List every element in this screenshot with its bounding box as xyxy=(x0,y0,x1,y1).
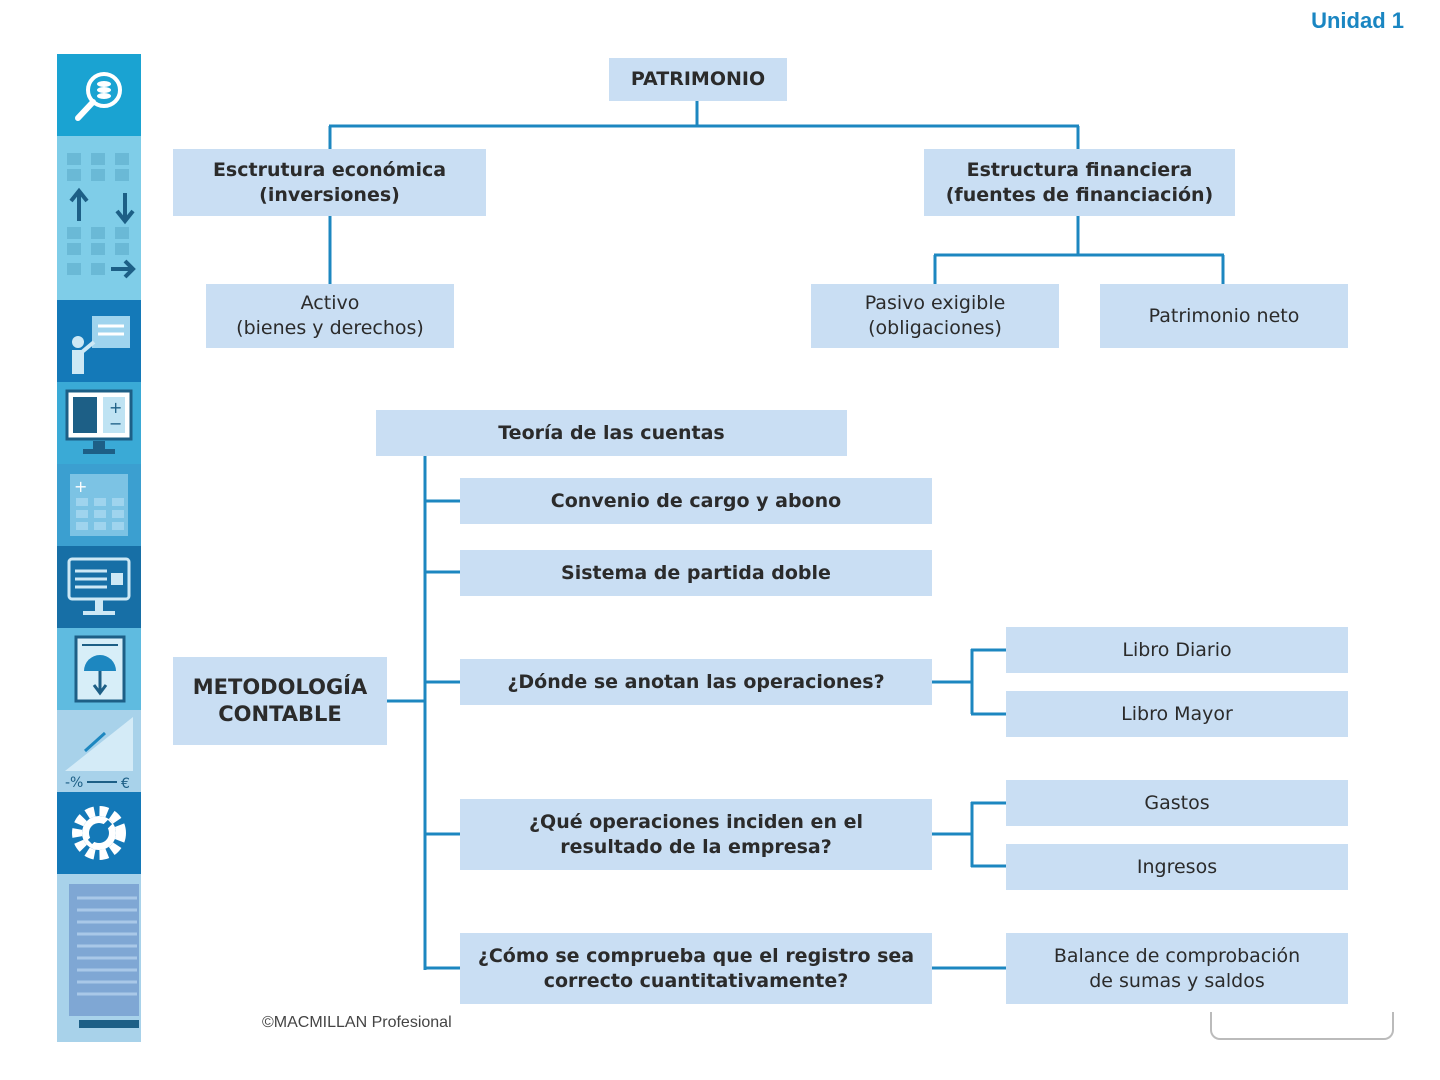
gastos-label: Gastos xyxy=(1144,791,1210,814)
copyright-footer: ©MACMILLAN Profesional xyxy=(262,1014,452,1031)
que-line1: ¿Qué operaciones inciden en el xyxy=(529,810,863,833)
footer-bracket xyxy=(1210,1012,1394,1040)
donde-label: ¿Dónde se anotan las operaciones? xyxy=(507,670,885,693)
arrows-grid-icon[interactable] xyxy=(57,136,141,300)
monitor-document-icon[interactable] xyxy=(57,546,141,628)
balance-line2: de sumas y saldos xyxy=(1089,969,1265,992)
libro-mayor-label: Libro Mayor xyxy=(1121,702,1233,725)
gastos-box: Gastos xyxy=(1006,780,1348,826)
patrimonio-neto-box: Patrimonio neto xyxy=(1100,284,1348,348)
estructura-financiera-box: Estructura financiera (fuentes de financ… xyxy=(924,149,1235,216)
metodologia-line2: CONTABLE xyxy=(218,702,342,726)
ingresos-box: Ingresos xyxy=(1006,844,1348,890)
keypad-icon[interactable]: + xyxy=(57,464,141,546)
pasivo-exigible-box: Pasivo exigible (obligaciones) xyxy=(811,284,1059,348)
patrimonio-box: PATRIMONIO xyxy=(609,58,787,101)
donde-box: ¿Dónde se anotan las operaciones? xyxy=(460,659,932,705)
patrimonio-label: PATRIMONIO xyxy=(630,68,766,90)
metodologia-box: METODOLOGÍA CONTABLE xyxy=(173,657,387,745)
activo-line2: (bienes y derechos) xyxy=(236,317,424,339)
gear-wrench-icon[interactable] xyxy=(57,792,141,874)
teoria-box: Teoría de las cuentas xyxy=(376,410,847,456)
percent-euro-icon[interactable]: -% € xyxy=(57,710,141,792)
que-box: ¿Qué operaciones inciden en el resultado… xyxy=(460,799,932,870)
scale-book-icon[interactable] xyxy=(57,628,141,710)
sistema-label: Sistema de partida doble xyxy=(561,561,831,584)
libro-diario-label: Libro Diario xyxy=(1122,638,1232,661)
estructura-economica-line2: (inversiones) xyxy=(259,183,400,206)
pasivo-exigible-line1: Pasivo exigible xyxy=(864,292,1006,314)
svg-text:+: + xyxy=(74,477,87,496)
libro-mayor-box: Libro Mayor xyxy=(1006,691,1348,737)
activo-line1: Activo xyxy=(300,292,360,314)
que-line2: resultado de la empresa? xyxy=(560,835,832,858)
como-line2: correcto cuantitativamente? xyxy=(543,969,849,992)
metodologia-line1: METODOLOGÍA xyxy=(192,675,368,699)
svg-text:€: € xyxy=(121,776,130,791)
svg-text:+: + xyxy=(109,398,122,417)
estructura-economica-line1: Esctrutura económica xyxy=(212,158,447,181)
estructura-financiera-line1: Estructura financiera xyxy=(966,158,1193,181)
sidebar: + − + xyxy=(57,54,143,1042)
svg-text:−: − xyxy=(109,414,122,433)
patrimonio-neto-label: Patrimonio neto xyxy=(1148,304,1300,327)
document-lines-icon[interactable] xyxy=(57,874,141,1042)
teacher-board-icon[interactable] xyxy=(57,300,141,382)
activo-box: Activo (bienes y derechos) xyxy=(206,284,454,348)
estructura-economica-box: Esctrutura económica (inversiones) xyxy=(173,149,486,216)
balance-box: Balance de comprobación de sumas y saldo… xyxy=(1006,933,1348,1004)
libro-diario-box: Libro Diario xyxy=(1006,627,1348,673)
estructura-financiera-line2: (fuentes de financiación) xyxy=(945,183,1214,206)
unit-label: Unidad 1 xyxy=(1311,8,1404,33)
pasivo-exigible-line2: (obligaciones) xyxy=(868,317,1002,339)
convenio-label: Convenio de cargo y abono xyxy=(550,489,842,512)
sistema-box: Sistema de partida doble xyxy=(460,550,932,596)
svg-text:-%: -% xyxy=(65,775,83,791)
balance-line1: Balance de comprobación xyxy=(1053,944,1301,967)
teoria-label: Teoría de las cuentas xyxy=(498,421,725,444)
como-line1: ¿Cómo se comprueba que el registro sea xyxy=(477,944,915,967)
ingresos-label: Ingresos xyxy=(1136,855,1218,878)
convenio-box: Convenio de cargo y abono xyxy=(460,478,932,524)
como-box: ¿Cómo se comprueba que el registro sea c… xyxy=(460,933,932,1004)
calculator-monitor-icon[interactable]: + − xyxy=(57,382,141,464)
search-icon[interactable] xyxy=(57,54,141,136)
